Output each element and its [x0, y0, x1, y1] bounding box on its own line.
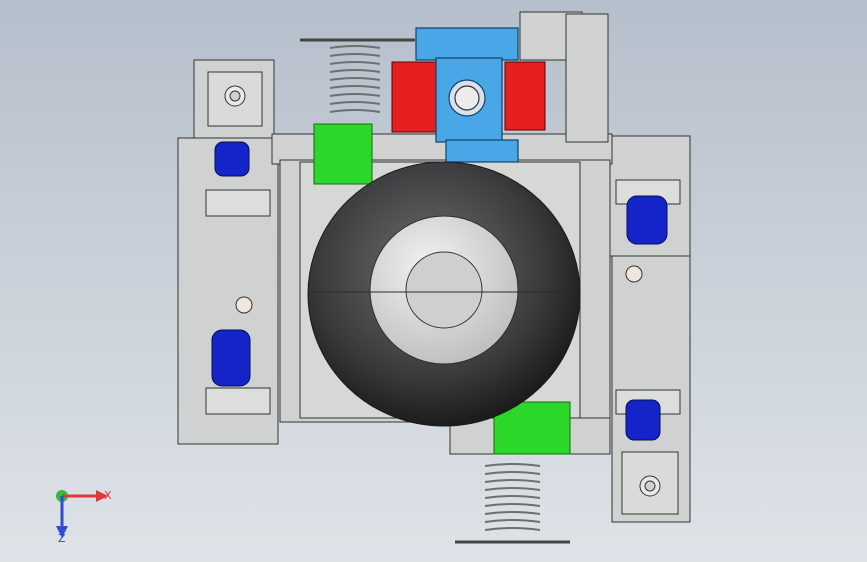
red-block: [391, 61, 546, 133]
triad-z: Z: [56, 496, 68, 545]
blue-clamp: [415, 27, 519, 163]
cylinder: [307, 161, 581, 427]
triad-x: X: [62, 489, 112, 502]
axis-x-label: X: [104, 489, 112, 502]
navy-rollers: [211, 141, 668, 441]
green-brackets: [313, 123, 571, 455]
springs: [300, 38, 570, 544]
housing-left: [177, 59, 279, 445]
axis-z-label: Z: [58, 532, 66, 545]
